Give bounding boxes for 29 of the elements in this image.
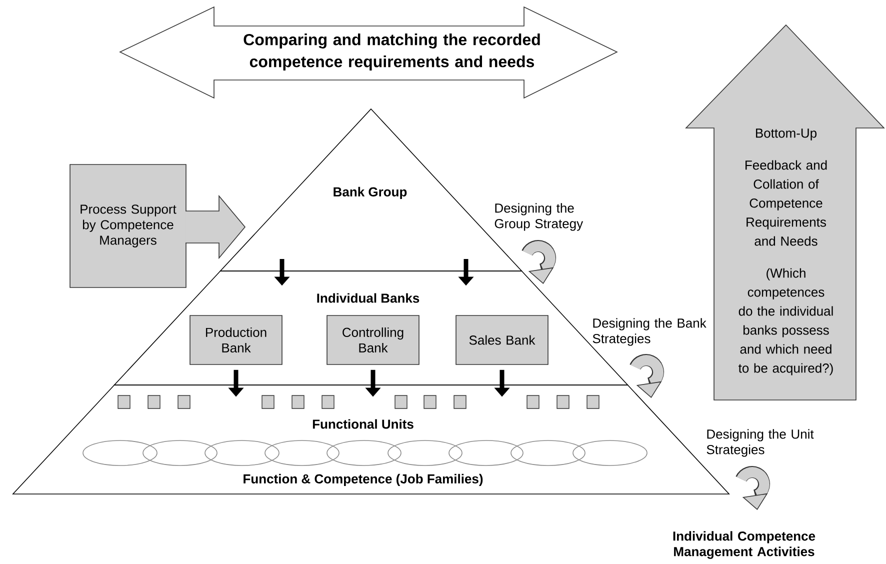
unit-square: [394, 395, 408, 409]
unit-square: [556, 395, 570, 409]
annotation: Designing the Unit Strategies: [706, 429, 814, 457]
process-box: Process Support by Competence Managers: [70, 164, 186, 288]
bank-box: Controlling Bank: [326, 315, 420, 365]
unit-square: [526, 395, 540, 409]
unit-square: [322, 395, 334, 409]
block-arrow: [185, 194, 246, 260]
job-family-ellipse: [510, 440, 586, 466]
job-family-ellipse: [264, 440, 340, 466]
unit-square: [424, 395, 436, 409]
unit-square: [178, 395, 190, 409]
unit-square: [292, 395, 304, 409]
job-family-ellipse: [326, 440, 402, 466]
unit-square: [262, 395, 274, 409]
unit-square: [118, 395, 130, 409]
bank-box: Sales Bank: [456, 315, 548, 365]
unit-square: [454, 395, 466, 409]
job-family-ellipse: [204, 440, 280, 466]
annotation: Designing the Group Strategy: [494, 203, 584, 231]
job-family-ellipse: [572, 440, 648, 466]
job-family-ellipse: [448, 440, 524, 466]
unit-square: [148, 395, 160, 409]
job-family-ellipse: [82, 440, 158, 466]
job-family-ellipse: [388, 440, 462, 466]
unit-square: [586, 395, 600, 409]
bank-box: Production Bank: [190, 315, 282, 365]
caption-text: Individual Competence Management Activities: [673, 531, 816, 559]
job-family-ellipse: [142, 440, 218, 466]
